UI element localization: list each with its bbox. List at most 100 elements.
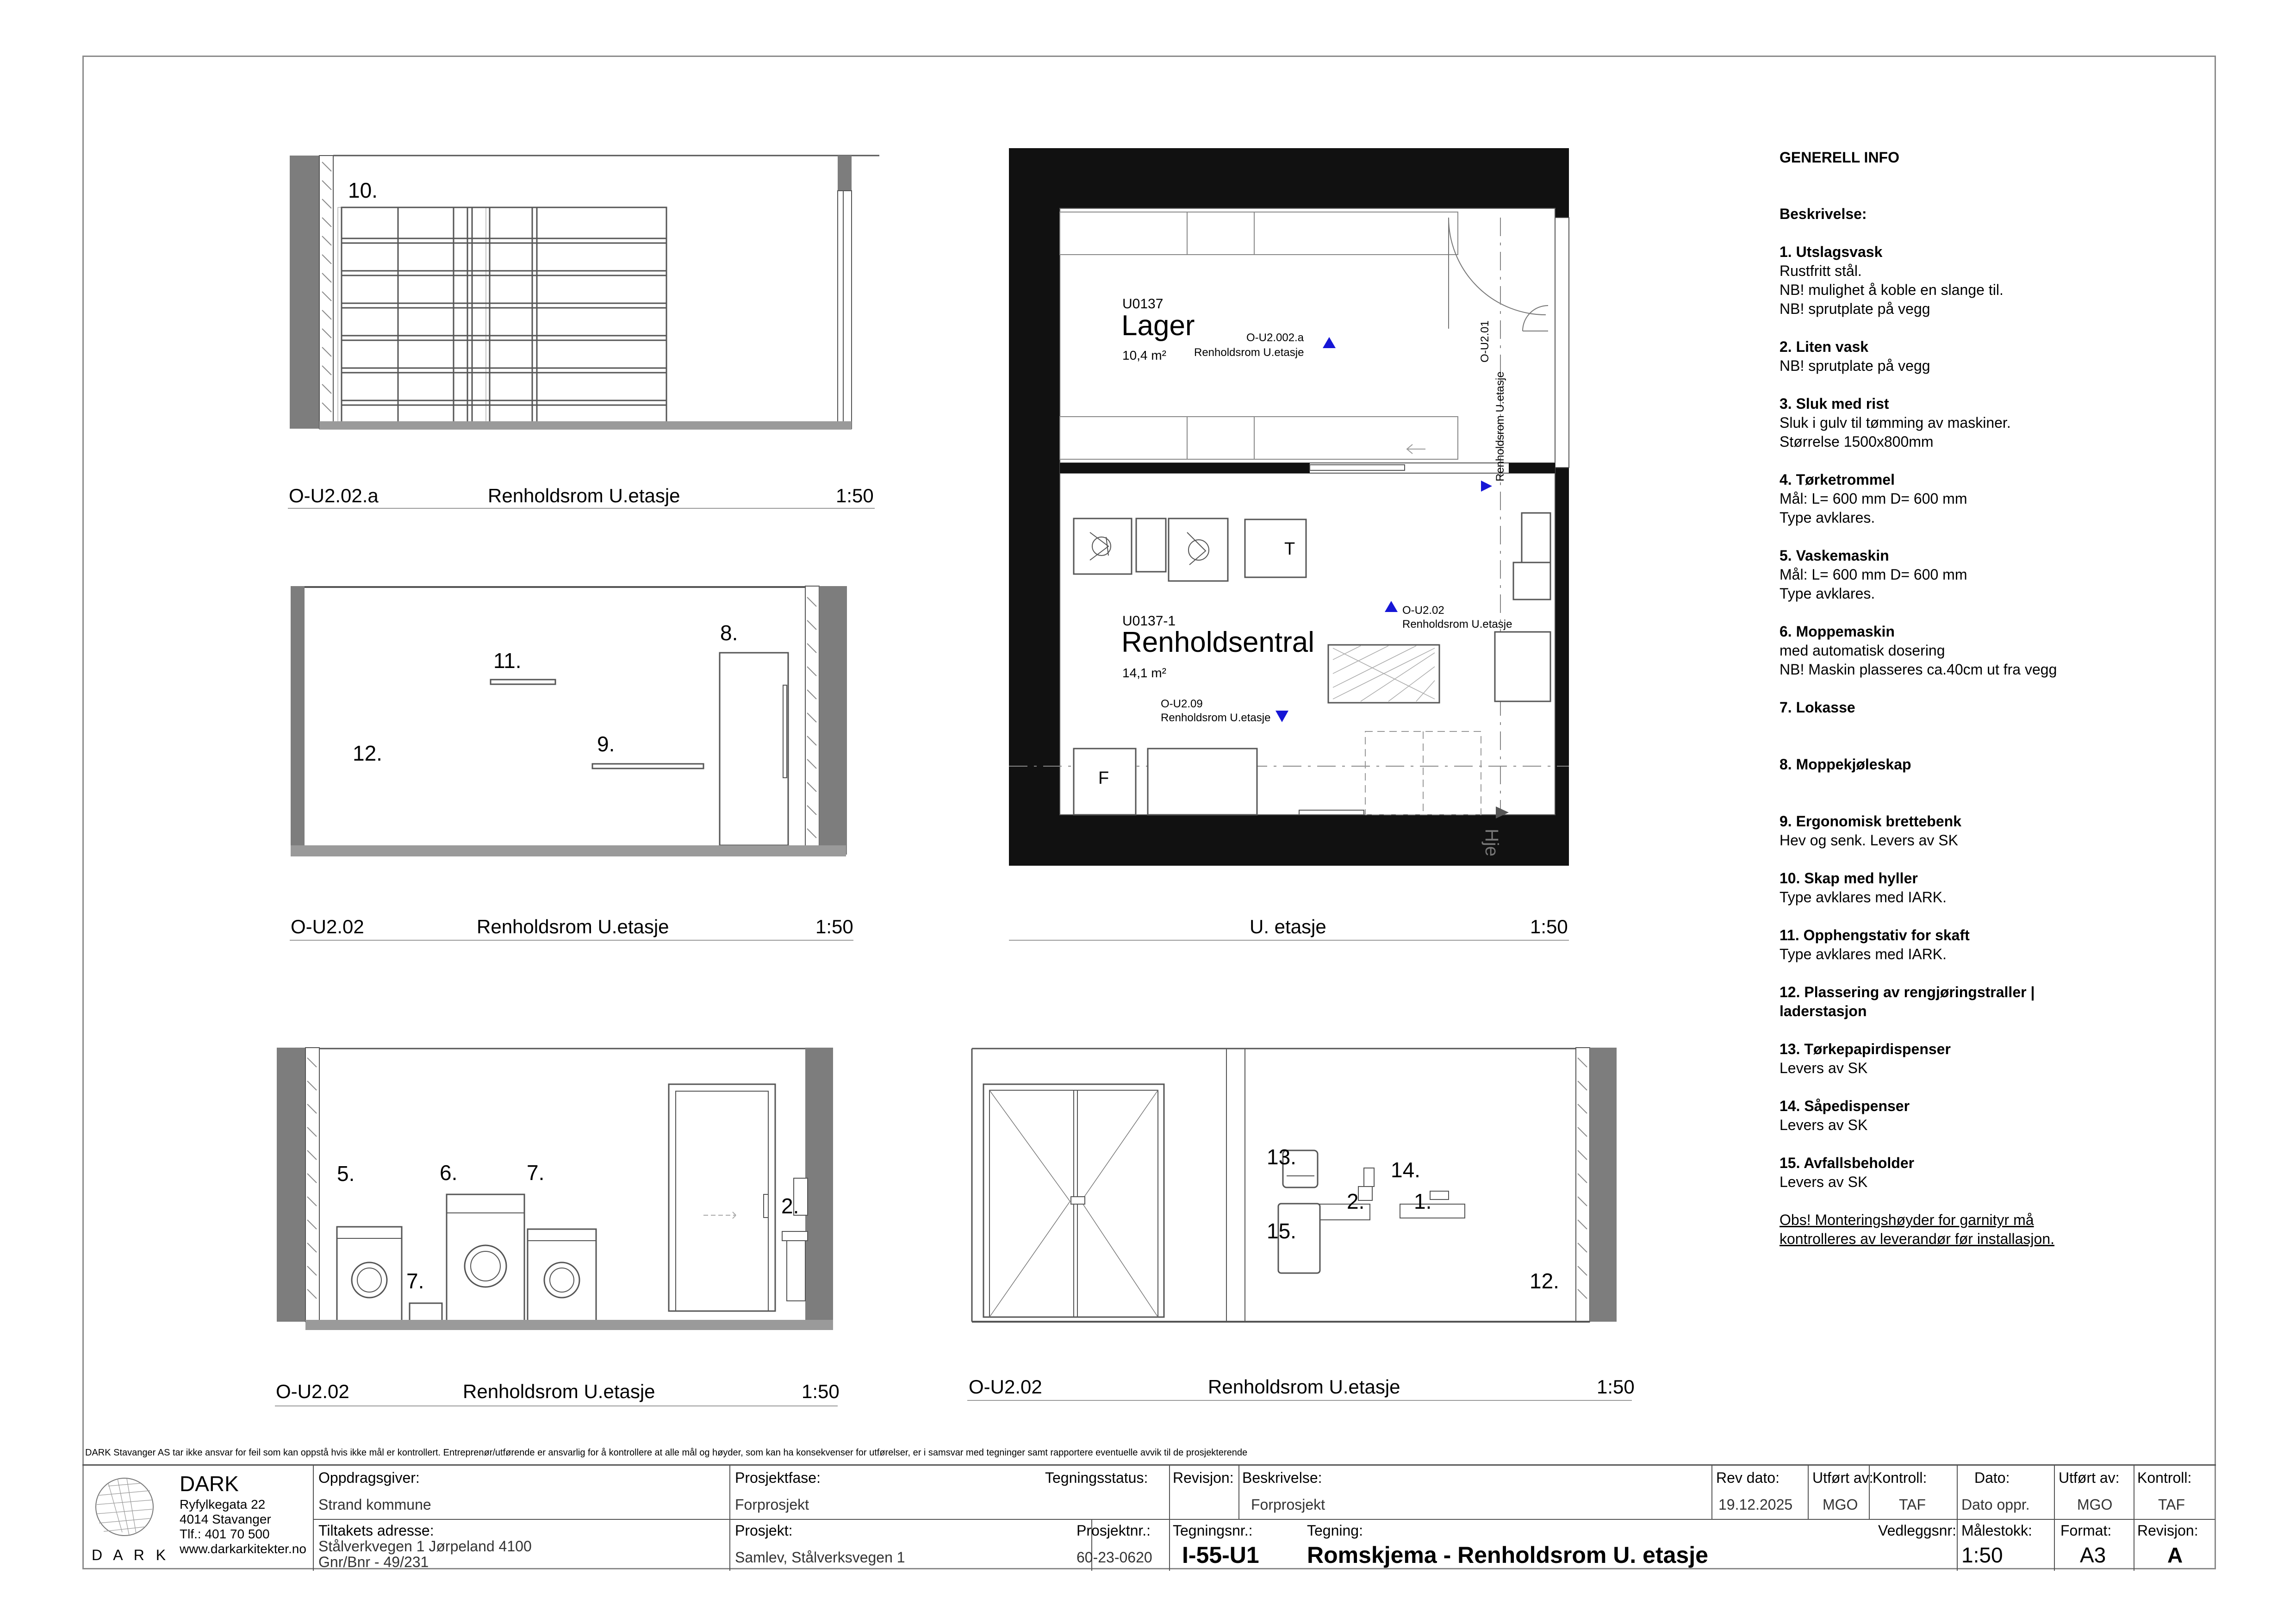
tag-code: O-U2.01 [1479,320,1491,362]
tag-room: Renholdsrom U.etasje [1494,371,1506,481]
mark-11: 11. [493,649,522,673]
gnr-value: Gnr/Bnr - 49/231 [318,1554,429,1570]
project-value: Samlev, Stålverksvegen 1 [735,1549,905,1566]
info-item-title: 13. Tørkepapirdispenser [1780,1041,1951,1057]
info-item-line: Mål: L= 600 mm D= 600 mm [1780,490,1967,507]
ctrl-label: Kontroll: [1873,1469,1927,1486]
door-frame-right [837,190,852,429]
lo-box [409,1302,443,1323]
info-item: 8. Moppekjøleskap [1780,755,2196,812]
project-label: Prosjekt: [735,1522,793,1539]
by2-value: MGO [2077,1496,2113,1513]
info-item-title: 5. Vaskemaskin [1780,547,1889,564]
dryer-symbol: T [1284,539,1295,559]
room2-area: 14,1 m² [1122,666,1166,680]
info-item-line: Levers av SK [1780,1117,1868,1133]
elevation-v2-drawing [291,586,847,856]
view-name: Renholdsrom U.etasje [463,1380,655,1402]
room-interior [1059,208,1556,815]
info-item-title: 8. Moppekjøleskap [1780,756,1911,773]
mark-7: 7. [527,1161,545,1185]
info-item-line: Mål: L= 600 mm D= 600 mm [1780,566,1967,583]
shelf-lower [1059,416,1458,460]
tumble-dryer [1244,518,1307,578]
fridge-plan [1073,748,1137,816]
room1-name: Lager [1121,310,1195,342]
fridge-symbol: F [1098,768,1109,788]
dryer [527,1228,597,1323]
info-item-title: 4. Tørketrommel [1780,471,1895,488]
tag-room: Renholdsrom U.etasje [1194,346,1304,359]
info-item-line: Type avklares med IARK. [1780,946,1947,962]
hanger-rack [490,679,556,685]
view-scale: 1:50 [836,485,874,506]
projno-label: Prosjektnr.: [1076,1522,1151,1539]
section-tag-triangle [1481,481,1492,492]
drawing-value: Romskjema - Renholdsrom U. etasje [1307,1542,1708,1568]
sheet-frame [82,56,2216,1569]
status-label: Tegningsstatus: [1045,1469,1148,1486]
office-web: www.darkarkitekter.no [180,1542,306,1556]
disclaimer: DARK Stavanger AS tar ikke ansvar for fe… [85,1448,1248,1458]
drawno-value: I-55-U1 [1182,1542,1259,1568]
waste-bin [1277,1203,1321,1274]
section-tag-triangle [1276,711,1288,722]
plan-cut-text: Hje [1481,829,1502,857]
info-item: 7. Lokasse [1780,698,2196,755]
mark-12: 12. [1530,1269,1559,1293]
bench-plan [1147,748,1258,816]
view-name: Renholdsrom U.etasje [488,485,680,506]
elevation-v4-drawing [971,1047,1617,1323]
room1-area: 10,4 m² [1122,348,1166,362]
office-street: Ryfylkegata 22 [180,1497,266,1512]
info-item-title: 10. Skap med hyller [1780,870,1918,887]
mark-14: 14. [1391,1158,1420,1182]
date-label: Dato: [1974,1469,2010,1486]
info-item-line: Type avklares. [1780,509,1875,526]
section-tag-triangle [1385,601,1398,612]
mark-2: 2. [781,1194,799,1218]
info-item-title: 3. Sluk med rist [1780,395,1889,412]
info-item-title: 2. Liten vask [1780,338,1869,355]
dryer [1073,518,1132,575]
info-item-title: 11. Opphengstativ for skaft [1780,927,1970,943]
office-phone: Tlf.: 401 70 500 [180,1527,270,1541]
mark-15: 15. [1267,1219,1296,1243]
mark-13: 13. [1267,1145,1296,1169]
room1-id: U0137 [1122,296,1164,312]
note-line-2: kontrolleres av leverandør før installas… [1780,1230,2055,1247]
logo-text: D A R K [92,1547,170,1563]
folding-bench [591,763,704,769]
tag-room: Renholdsrom U.etasje [1402,618,1512,631]
info-item-title: 1. Utslagsvask [1780,244,1883,260]
view-scale: 1:50 [802,1380,840,1402]
mark-6: 6. [440,1161,458,1185]
info-item-title: 15. Avfallsbeholder [1780,1155,1915,1171]
floor-slab [319,421,852,430]
info-item-line: Rustfritt stål. [1780,262,1862,279]
general-info-panel: GENERELL INFO Beskrivelse: 1. Utslagsvas… [1780,148,2196,1249]
view-code: O-U2.02 [276,1380,349,1402]
scale-value: 1:50 [1961,1543,2003,1567]
client-label: Oppdragsgiver: [318,1469,420,1486]
date-value: Dato oppr. [1961,1496,2030,1513]
view-code: O-U2.02.a [289,485,379,506]
soap-dispenser [1363,1168,1375,1187]
office-name: DARK [180,1472,239,1496]
elevation-v1-drawing [290,155,879,430]
client-value: Strand kommune [318,1496,431,1513]
view-code: O-U2.02 [291,916,364,937]
info-item-title: 12. Plassering av rengjøringstraller | [1780,984,2035,1000]
projno-value: 60-23-0620 [1076,1549,1152,1566]
phase-label: Prosjektfase: [735,1469,821,1486]
view-scale: 1:50 [815,916,853,937]
paper-dispenser [1282,1149,1319,1188]
section-tag-triangle [1323,337,1336,348]
